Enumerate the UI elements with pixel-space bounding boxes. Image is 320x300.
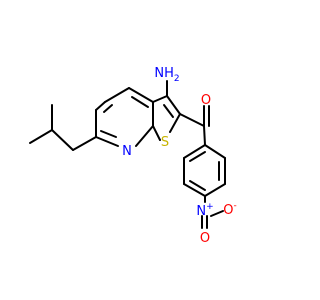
molecule-diagram: NH2 O N S N+ O- O	[29, 66, 237, 246]
bond	[166, 95, 181, 115]
bond	[183, 144, 206, 159]
amino-subscript: 2	[174, 74, 180, 84]
bond	[100, 130, 117, 138]
bond	[183, 183, 206, 197]
pyridine-nitrogen-label: N	[122, 144, 132, 159]
bond	[51, 129, 74, 151]
bond	[203, 125, 206, 146]
bond	[131, 96, 149, 108]
amino-text: NH	[154, 66, 174, 81]
nitro-nitrogen-charge: +	[206, 202, 214, 212]
bond	[135, 125, 154, 147]
nitro-nitrogen-text: N	[196, 204, 206, 219]
bond	[204, 144, 226, 159]
bond	[169, 113, 181, 133]
bond	[210, 210, 224, 217]
bond	[128, 87, 154, 103]
bond	[163, 104, 174, 118]
bond	[29, 129, 53, 144]
bond	[104, 87, 130, 103]
nitro-oxygen-charge: -	[233, 201, 236, 211]
bond	[72, 136, 97, 151]
bond	[95, 101, 106, 111]
bond	[103, 104, 113, 113]
bond	[152, 125, 161, 141]
nitro-oxygen-bottom-label: O	[200, 231, 210, 246]
thiophene-sulfur-label: S	[161, 135, 169, 150]
bond	[95, 136, 119, 147]
bond	[189, 180, 206, 191]
nitro-nitrogen-label: N+	[196, 202, 213, 219]
bond	[204, 183, 226, 197]
nitro-oxygen-right-label: O-	[223, 201, 236, 218]
bond	[152, 95, 168, 103]
bond	[189, 151, 206, 162]
bond	[179, 113, 205, 127]
nitro-oxygen-text: O	[223, 203, 233, 218]
amino-label: NH2	[154, 66, 179, 84]
bonds	[29, 80, 226, 229]
ketone-oxygen-label: O	[201, 93, 211, 108]
